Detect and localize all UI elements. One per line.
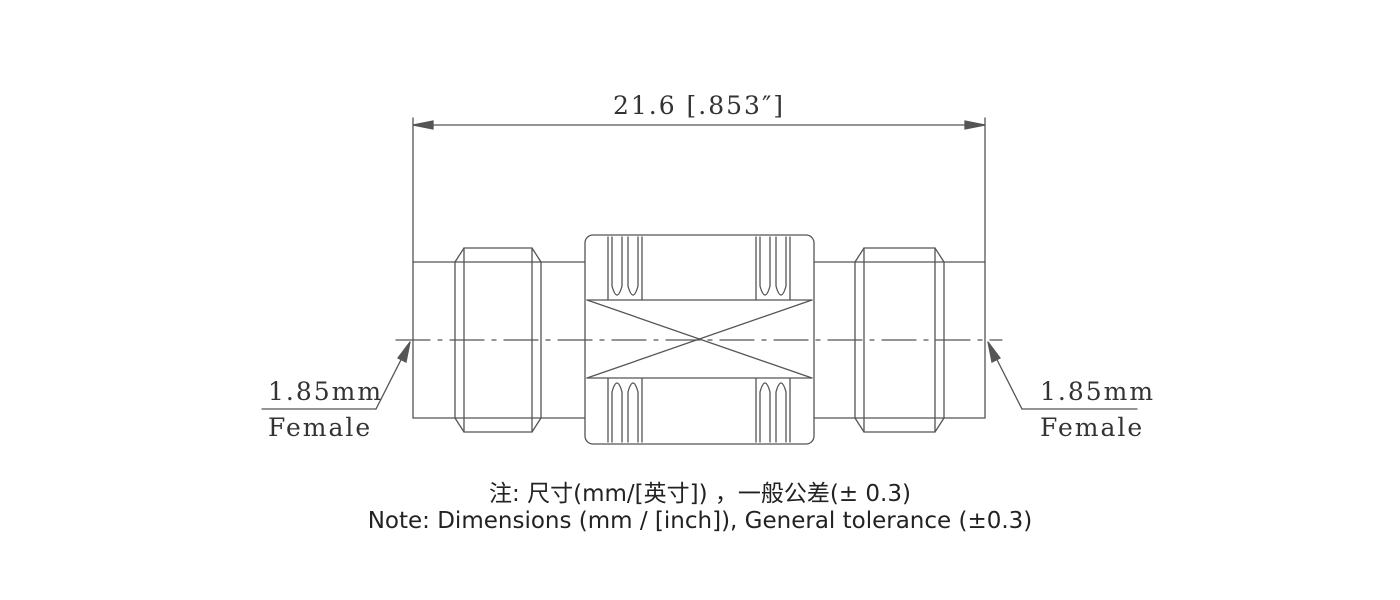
right-port-leader: 1.85mm Female [987,341,1155,442]
left-port-leader: 1.85mm Female [261,341,411,442]
note-chinese: 注: 尺寸(mm/[英寸]) ，一般公差(± 0.3) [489,481,911,507]
right-port-size: 1.85mm [1040,377,1155,406]
right-connector [813,247,986,433]
right-port-gender: Female [1040,413,1144,442]
left-port-gender: Female [268,413,372,442]
leader-arrow-icon [397,341,411,363]
leader-arrow-icon [987,341,1001,363]
arrowhead-right-icon [964,120,986,130]
overall-length-label: 21.6 [.853″] [613,91,785,120]
overall-dimension: 21.6 [.853″] [412,91,986,263]
adapter-technical-drawing: 21.6 [.853″] [261,91,1155,445]
section-cross-line [586,299,813,379]
arrowhead-left-icon [412,120,434,130]
note-english: Note: Dimensions (mm / [inch]), General … [367,508,1033,534]
left-port-size: 1.85mm [268,377,383,406]
